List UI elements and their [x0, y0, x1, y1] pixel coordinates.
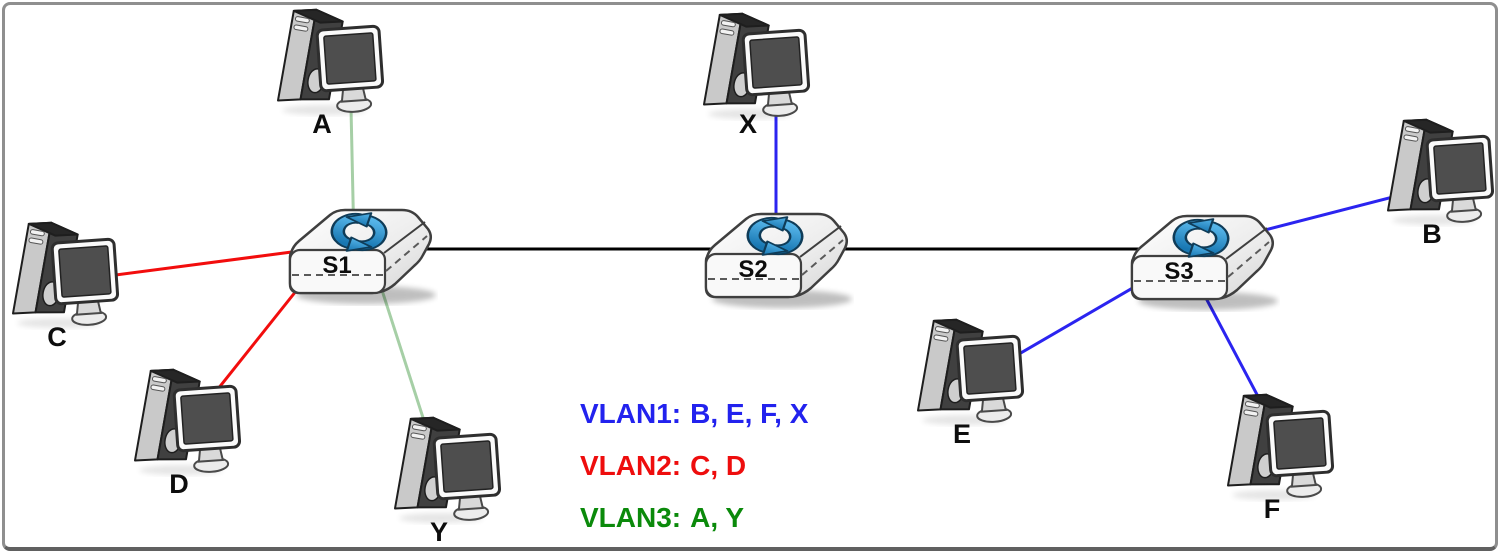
computer-icon: [918, 316, 1025, 425]
switch-icon: [290, 208, 436, 304]
switch-S2: S2: [706, 212, 852, 308]
host-F: F: [1228, 391, 1335, 524]
legend-vlan1-name: VLAN1:: [580, 398, 682, 429]
switch-S1: S1: [290, 208, 436, 304]
computer-icon: [395, 414, 502, 523]
legend-row-vlan2: VLAN2:C, D: [580, 450, 808, 482]
switch-label-S2: S2: [738, 256, 767, 283]
computer-icon: [135, 366, 242, 475]
host-label-C: C: [47, 322, 67, 352]
legend-vlan3-name: VLAN3:: [580, 502, 682, 534]
host-label-D: D: [169, 469, 189, 499]
host-label-B: B: [1422, 219, 1442, 249]
legend-row-vlan1: VLAN1: B, E, F, X: [580, 398, 808, 430]
host-label-F: F: [1264, 494, 1281, 524]
host-label-A: A: [312, 109, 332, 139]
host-D: D: [135, 366, 242, 499]
host-B: B: [1388, 116, 1495, 249]
switch-label-S3: S3: [1164, 258, 1193, 285]
legend-vlan1-members: B, E, F, X: [690, 398, 809, 429]
switch-icon: [706, 212, 852, 308]
host-label-Y: Y: [430, 517, 448, 547]
vlan-legend: VLAN1: B, E, F, X VLAN2:C, D VLAN3:A, Y: [580, 398, 808, 553]
computer-icon: [278, 6, 385, 115]
host-E: E: [918, 316, 1025, 449]
host-Y: Y: [395, 414, 502, 547]
switch-icon: [1132, 214, 1278, 310]
computer-icon: [13, 219, 120, 328]
legend-vlan3-members: A, Y: [690, 502, 745, 534]
legend-vlan2-name: VLAN2:: [580, 450, 682, 482]
host-label-E: E: [953, 419, 971, 449]
computer-icon: [1388, 116, 1495, 225]
computer-icon: [1228, 391, 1335, 500]
legend-row-vlan3: VLAN3:A, Y: [580, 502, 808, 534]
host-X: X: [704, 10, 811, 139]
legend-vlan2-members: C, D: [690, 450, 747, 482]
host-A: A: [278, 6, 385, 139]
host-C: C: [13, 219, 120, 352]
computer-icon: [704, 10, 811, 119]
host-label-X: X: [739, 109, 757, 139]
switch-label-S1: S1: [322, 252, 351, 279]
switch-S3: S3: [1132, 214, 1278, 310]
